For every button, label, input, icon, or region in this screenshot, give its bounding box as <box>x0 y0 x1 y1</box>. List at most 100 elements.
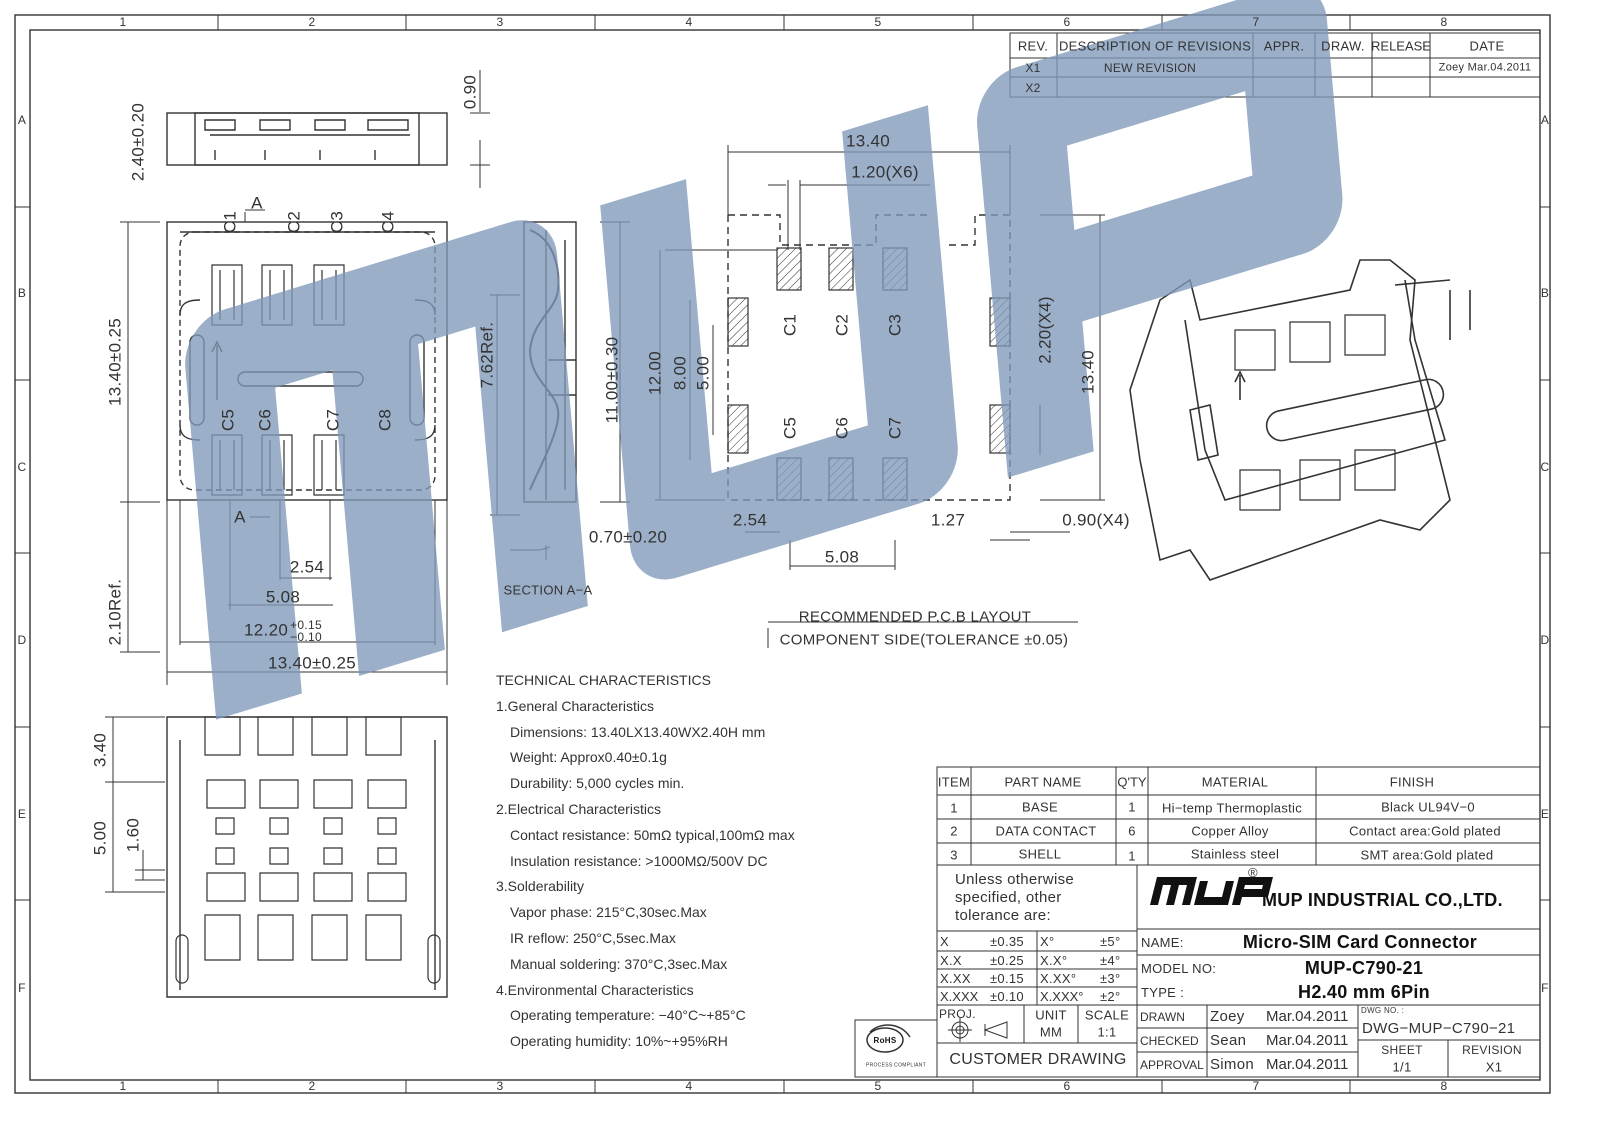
signoff-date: Mar.04.2011 <box>1266 1056 1349 1073</box>
row-label: B <box>1540 286 1550 300</box>
unit-label: UNIT <box>1035 1007 1067 1023</box>
bom-cell: Hi−temp Thermoplastic <box>1161 800 1303 816</box>
customer-drawing-label: CUSTOMER DRAWING <box>949 1051 1127 1068</box>
sheet-value: 1/1 <box>1392 1059 1412 1075</box>
rohs-label: RoHS <box>873 1036 897 1045</box>
dim-h12: 12.00 <box>645 350 665 396</box>
dim-pcb-height: 13.40 <box>1078 349 1098 395</box>
dim-value: 12.20 <box>244 620 289 640</box>
tol-cell: ±5° <box>1100 934 1121 949</box>
tol-cell: ±4° <box>1100 953 1121 968</box>
bom-header: FINISH <box>1389 774 1435 790</box>
tol-cell: ±0.35 <box>990 934 1024 949</box>
tech-line: Contact resistance: 50mΩ typical,100mΩ m… <box>510 826 795 843</box>
tech-line: Operating temperature: −40°C~+85°C <box>510 1007 746 1024</box>
dim-pitch: 2.54 <box>289 557 325 577</box>
tol-cell: X.X <box>940 953 962 968</box>
tech-line: Weight: Approx0.40±0.1g <box>510 749 667 766</box>
tol-cell: ±2° <box>1100 989 1121 1004</box>
bom-header: MATERIAL <box>1201 774 1269 790</box>
tol-cell: ±0.25 <box>990 953 1024 968</box>
rev-header: DRAW. <box>1321 38 1365 54</box>
column-label: 4 <box>685 15 693 29</box>
contact-label: C7 <box>323 408 343 432</box>
scale-value: 1:1 <box>1097 1024 1117 1040</box>
tol-minus: −0.10 <box>290 630 322 644</box>
dim-side-height: 2.40±0.20 <box>128 102 148 182</box>
column-label: 3 <box>496 15 504 29</box>
section-mark: A <box>234 507 246 527</box>
rev-header: DESCRIPTION OF REVISIONS <box>1058 38 1252 54</box>
pad-label: C7 <box>885 416 905 440</box>
pcb-subtitle: COMPONENT SIDE(TOLERANCE ±0.05) <box>779 631 1069 649</box>
rev-header: APPR. <box>1263 38 1305 54</box>
rev-cell: X2 <box>1025 81 1041 95</box>
bottom-view <box>105 716 448 998</box>
bom-cell: 2 <box>950 823 958 839</box>
revision-value: X1 <box>1485 1059 1503 1075</box>
dim-side-pad: 2.20(X4) <box>1035 296 1055 364</box>
column-label: 5 <box>874 1079 882 1093</box>
rev-cell: X1 <box>1025 61 1041 75</box>
dim-bottom-d1: 3.40 <box>90 732 110 768</box>
dim-side-top: 0.90 <box>460 74 480 110</box>
signoff-date: Mar.04.2011 <box>1266 1032 1349 1049</box>
bom-header: PART NAME <box>1004 774 1082 790</box>
type-label: TYPE : <box>1141 985 1184 1000</box>
tolerance-note: Unless otherwise specified, other tolera… <box>955 871 1074 925</box>
tech-title: TECHNICAL CHARACTERISTICS <box>496 672 711 688</box>
signoff-role: APPROVAL <box>1140 1058 1204 1072</box>
row-label: C <box>17 460 27 474</box>
dim-span: 5.08 <box>265 587 301 607</box>
row-label: E <box>17 807 27 821</box>
row-label: C <box>1540 460 1550 474</box>
dim-side-pad-width: 0.90(X4) <box>1062 510 1130 530</box>
tol-cell: X <box>940 934 949 949</box>
bom-cell: Copper Alloy <box>1191 823 1269 839</box>
dim-section-offset: 0.70±0.20 <box>588 527 668 547</box>
column-label: 3 <box>496 1079 504 1093</box>
tech-line: Manual soldering: 370°C,3sec.Max <box>510 955 728 972</box>
row-label: D <box>1540 633 1550 647</box>
column-label: 1 <box>119 15 127 29</box>
unit-value: MM <box>1039 1024 1063 1040</box>
bom-cell: Contact area:Gold plated <box>1349 823 1501 839</box>
signoff-date: Mar.04.2011 <box>1266 1008 1349 1025</box>
tol-cell: X° <box>1040 934 1055 949</box>
pad-label: C1 <box>780 313 800 337</box>
bom-header: Q'TY <box>1117 774 1147 790</box>
column-label: 1 <box>119 1079 127 1093</box>
dim-pcb-gap: 1.27 <box>930 510 966 530</box>
pad-label: C6 <box>832 416 852 440</box>
column-label: 2 <box>308 1079 316 1093</box>
dim-pcb-span: 5.08 <box>824 547 860 567</box>
technical-characteristics: TECHNICAL CHARACTERISTICS 1.General Char… <box>496 668 795 1055</box>
tol-cell: ±0.15 <box>990 971 1024 986</box>
column-label: 5 <box>874 15 882 29</box>
rev-cell: Zoey Mar.04.2011 <box>1438 61 1532 74</box>
note-line: tolerance are: <box>955 907 1051 924</box>
pad-label: C3 <box>885 313 905 337</box>
tech-line: Insulation resistance: >1000MΩ/500V DC <box>510 852 768 869</box>
dim-width: 13.40±0.25 <box>268 653 356 673</box>
dim-inner-width: 12.20+0.15−0.10 <box>244 619 322 643</box>
side-view <box>166 70 490 188</box>
section-title: SECTION A−A <box>503 582 593 598</box>
row-label: F <box>18 981 26 995</box>
tech-line: 1.General Characteristics <box>496 697 654 714</box>
type-value: H2.40 mm 6Pin <box>1298 982 1430 1002</box>
note-line: specified, other <box>955 889 1062 906</box>
rev-header: DATE <box>1469 38 1505 54</box>
registered-mark: ® <box>1248 865 1258 880</box>
dim-section-ref: 7.62Ref. <box>477 321 497 389</box>
contact-label: C1 <box>220 210 240 234</box>
dim-bottom-d3: 1.60 <box>123 817 143 853</box>
pad-label: C2 <box>832 313 852 337</box>
contact-label: C4 <box>378 210 398 234</box>
tol-cell: ±3° <box>1100 971 1121 986</box>
bom-cell: SMT area:Gold plated <box>1360 847 1494 863</box>
row-label: A <box>17 113 27 127</box>
column-label: 8 <box>1440 15 1448 29</box>
column-label: 7 <box>1252 1079 1260 1093</box>
tech-line: Durability: 5,000 cycles min. <box>510 775 685 792</box>
